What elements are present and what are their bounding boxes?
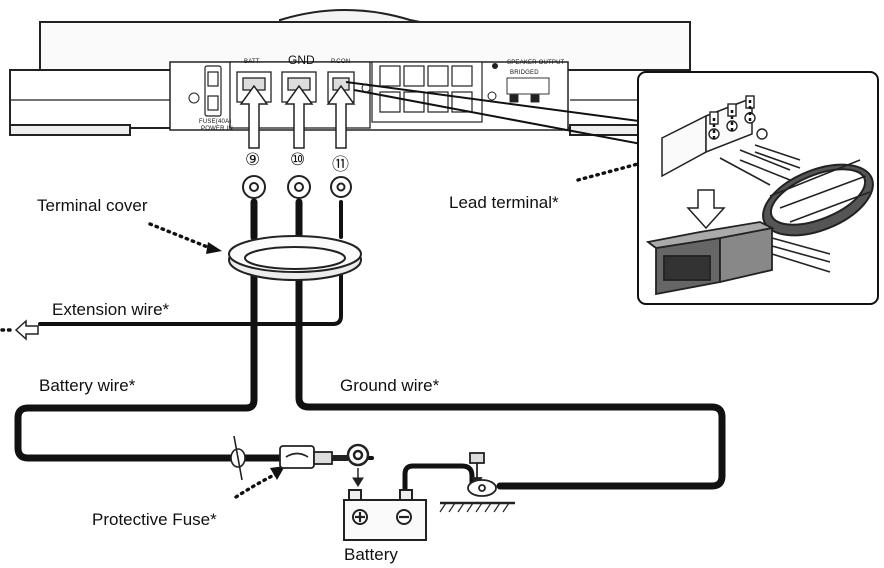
terminal-cover-label: Terminal cover <box>37 196 148 215</box>
leader-arrowhead <box>270 466 285 480</box>
leader-arrowhead <box>206 242 222 254</box>
fuse-holder <box>204 65 222 117</box>
bridged-label: BRIDGED <box>510 70 539 76</box>
pcon-wire <box>38 200 343 326</box>
screw-icon <box>188 92 200 104</box>
bridged-indicator <box>506 77 550 103</box>
indicator-dot <box>492 63 498 69</box>
ground-wire-label: Ground wire* <box>340 376 440 395</box>
wires <box>14 198 726 498</box>
terminal-arrows <box>239 84 356 149</box>
terminal-number-11: ⑪ <box>332 155 349 174</box>
extension-arrow-icon <box>14 319 39 341</box>
terminal-number-10: ⑩ <box>290 150 306 169</box>
wire-cut-mark <box>230 435 246 481</box>
battery-wire <box>14 198 296 462</box>
batt-terminal-label: BATT. <box>244 59 261 65</box>
terminal-number-9: ⑨ <box>245 150 261 169</box>
terminal-cover-ring <box>228 235 362 281</box>
pcon-terminal-label: P.CON <box>331 59 351 65</box>
lead-terminal-inset <box>637 71 879 305</box>
fuse-rating-label: FUSE(40A) <box>199 119 232 125</box>
power-in-label: POWER IN <box>201 126 233 132</box>
battery-ring-terminal <box>332 443 370 487</box>
battery-label: Battery <box>344 545 398 564</box>
ground-wire <box>295 198 726 490</box>
protective-fuse-label: Protective Fuse* <box>92 510 217 529</box>
screw-icon <box>487 91 497 101</box>
protective-fuse <box>279 445 333 469</box>
chassis-ground <box>439 452 515 513</box>
down-arrow-icon <box>686 189 726 230</box>
ring-terminals <box>242 175 352 199</box>
battery <box>343 489 427 541</box>
battery-wire-label: Battery wire* <box>39 376 136 395</box>
callout-lines <box>345 81 653 147</box>
battery-negative-lead <box>402 463 475 498</box>
gnd-terminal-label: GND <box>288 53 315 67</box>
extension-wire-label: Extension wire* <box>52 300 170 319</box>
speaker-output-label: SPEAKER OUTPUT <box>507 60 565 66</box>
lead-terminal-label: Lead terminal* <box>449 193 559 212</box>
